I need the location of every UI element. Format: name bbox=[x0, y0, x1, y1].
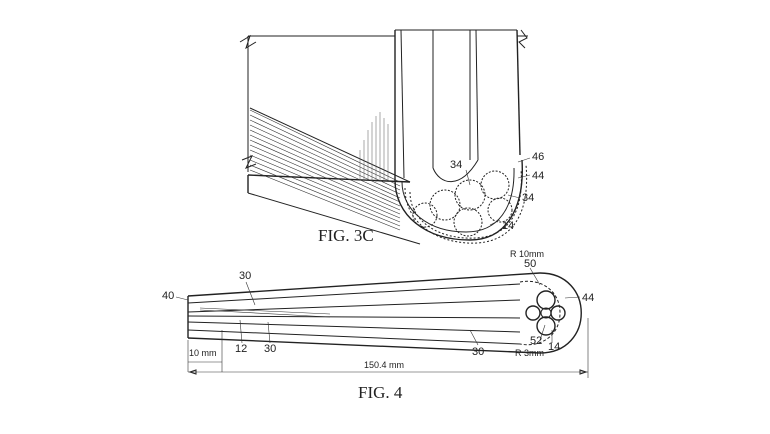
fig4-label-40: 40 bbox=[162, 290, 174, 302]
fold-hinge bbox=[394, 159, 528, 244]
fig3c-caption: FIG. 3C bbox=[318, 226, 374, 245]
fig3c-label-34-inner: 34 bbox=[450, 159, 462, 171]
fig4-label-50: 50 bbox=[524, 258, 536, 270]
fig4-dim-left-offset: 10 mm bbox=[189, 348, 217, 358]
fig3c-label-44: 44 bbox=[532, 170, 544, 182]
fig4-label-14: 14 bbox=[548, 341, 560, 353]
upright-panels bbox=[394, 29, 521, 180]
fig-4-drawing bbox=[175, 267, 589, 378]
layer-stripes bbox=[247, 107, 421, 245]
fig4-label-52: 52 bbox=[530, 335, 542, 347]
fig3c-label-14: 14 bbox=[502, 220, 514, 232]
fold-shading bbox=[359, 112, 389, 182]
fig4-label-44: 44 bbox=[582, 292, 594, 304]
fig3c-label-34-right: 34 bbox=[522, 192, 534, 204]
fig4-label-30-mid: 30 bbox=[264, 343, 276, 355]
fig4-label-30-bottom: 30 bbox=[472, 346, 484, 358]
fig4-label-12: 12 bbox=[235, 343, 247, 355]
fig4-caption: FIG. 4 bbox=[358, 383, 403, 402]
fig4-label-30-top: 30 bbox=[239, 270, 251, 282]
fig4-dim-r-inner: R 3mm bbox=[515, 348, 544, 358]
fig4-dim-r-outer: R 10mm bbox=[510, 249, 544, 259]
fig3c-label-46: 46 bbox=[532, 151, 544, 163]
fig-3c-drawing bbox=[239, 29, 531, 245]
fig4-dim-total-length: 150.4 mm bbox=[364, 360, 404, 370]
